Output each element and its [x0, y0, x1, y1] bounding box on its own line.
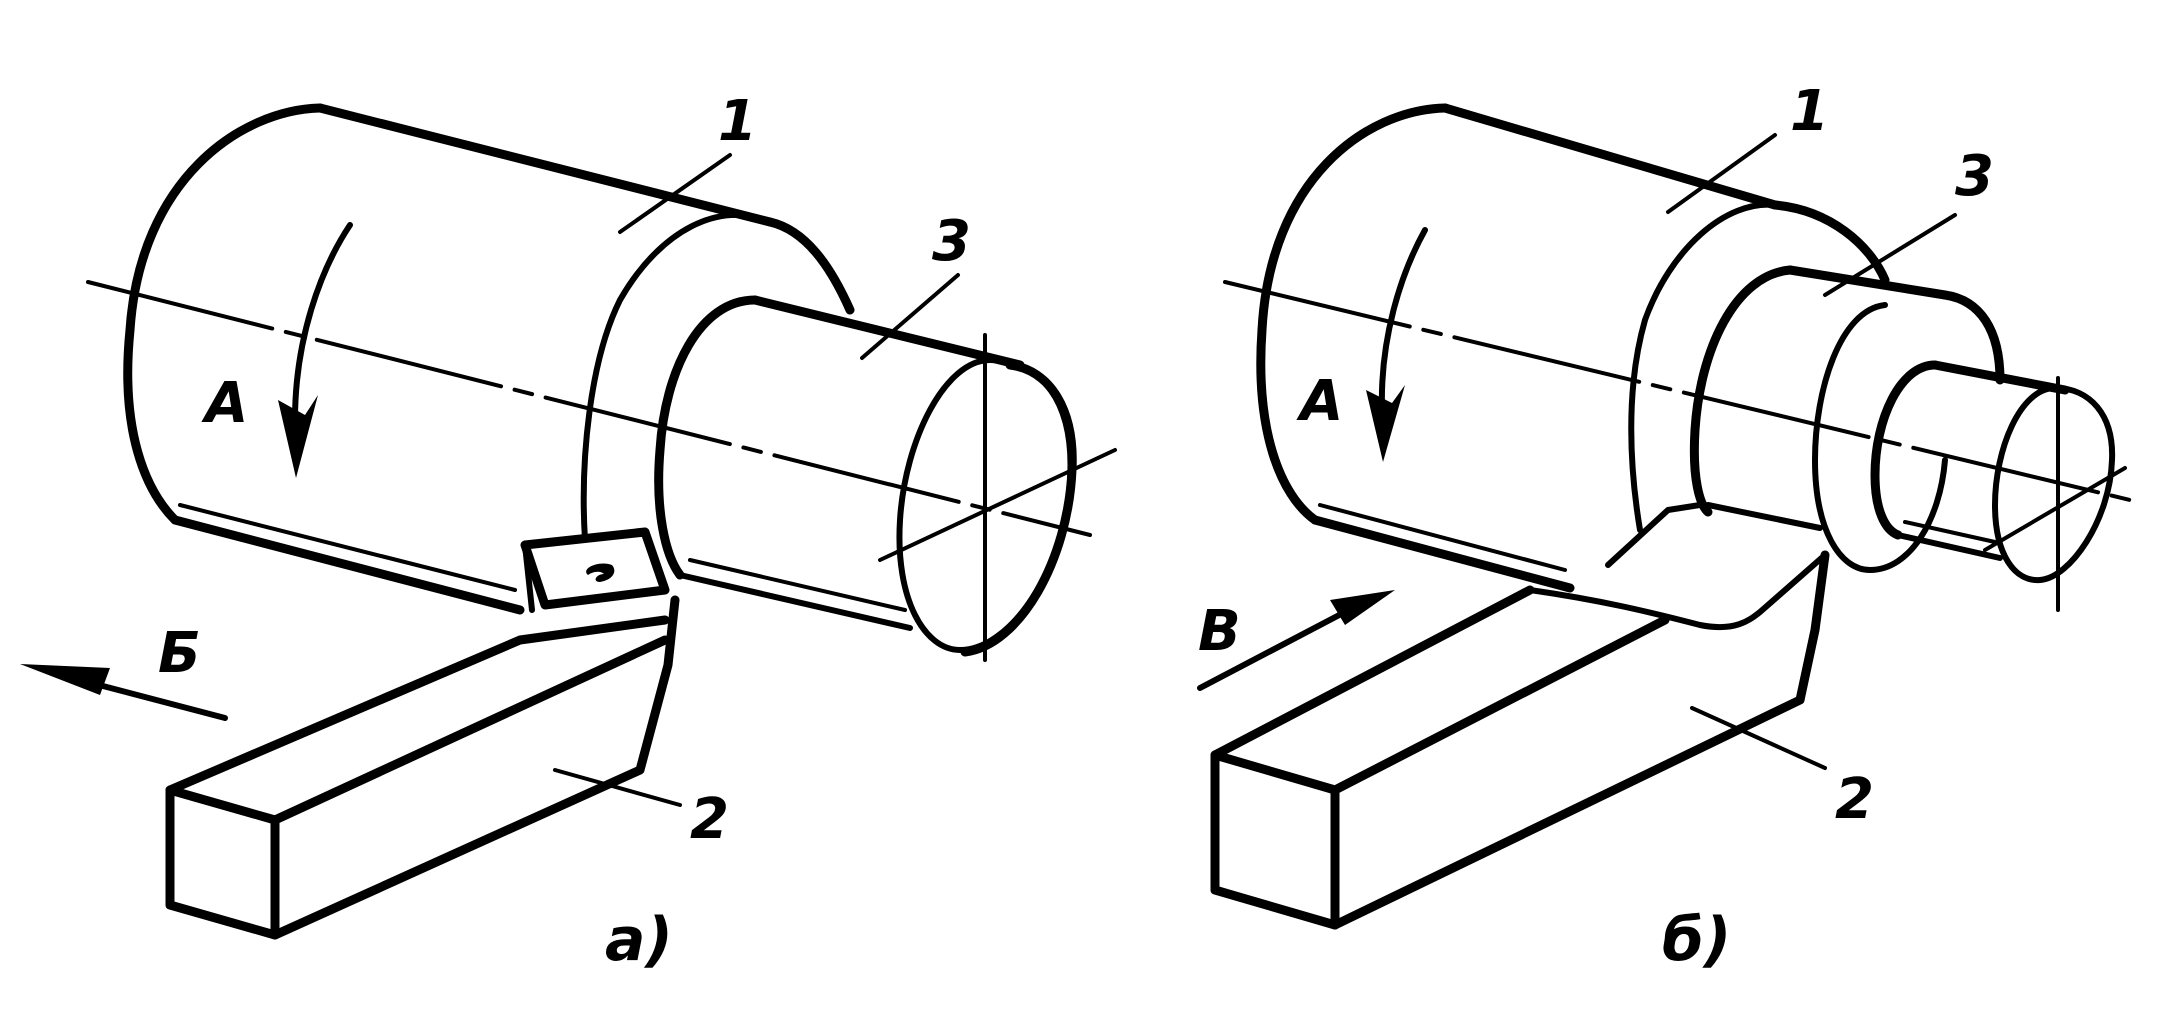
leader-workpiece-b: [1666, 133, 1777, 214]
rotation-axis-a: [86, 280, 1092, 537]
workpiece-large-cylinder-b: [1256, 103, 1890, 593]
label-feed-a: Б: [158, 621, 201, 686]
workpiece-step-cylinder-a: [654, 295, 1117, 662]
label-step-a: 3: [932, 209, 971, 274]
leader-tool-a: [553, 768, 682, 807]
workpiece-large-cylinder-a: [123, 103, 855, 615]
label-tool-a: 2: [690, 787, 729, 852]
label-feed-b: В: [1198, 599, 1241, 664]
caption-b: б): [1662, 905, 1731, 975]
cutting-tool-b: [1210, 502, 1830, 930]
leader-tool-b: [1690, 706, 1827, 770]
label-step-b: 3: [1955, 144, 1994, 209]
leader-workpiece-a: [618, 153, 732, 234]
rotation-arrow-a: А: [201, 222, 353, 478]
label-workpiece-a: 1: [718, 89, 757, 154]
leader-step-a: [860, 273, 960, 360]
leader-step-b: [1823, 213, 1957, 297]
cutting-tool-a: [165, 527, 680, 940]
label-rotation-b: А: [1296, 369, 1343, 434]
label-workpiece-b: 1: [1790, 79, 1829, 144]
workpiece-end-cylinder-b: [1870, 360, 2127, 612]
figure-a: А Б 1 3 2 а): [20, 89, 1117, 975]
rotation-axis-b: [1223, 280, 2132, 502]
feed-arrow-a: Б: [20, 621, 228, 721]
caption-a: а): [605, 905, 673, 975]
label-rotation-a: А: [201, 371, 248, 436]
workpiece-step-cylinder-b: [1689, 265, 2005, 573]
rotation-arrow-b: А: [1296, 227, 1428, 462]
feed-arrow-b: В: [1197, 590, 1395, 691]
label-tool-b: 2: [1835, 767, 1874, 832]
figure-b: А В 1 3 2 б): [1197, 79, 2132, 975]
